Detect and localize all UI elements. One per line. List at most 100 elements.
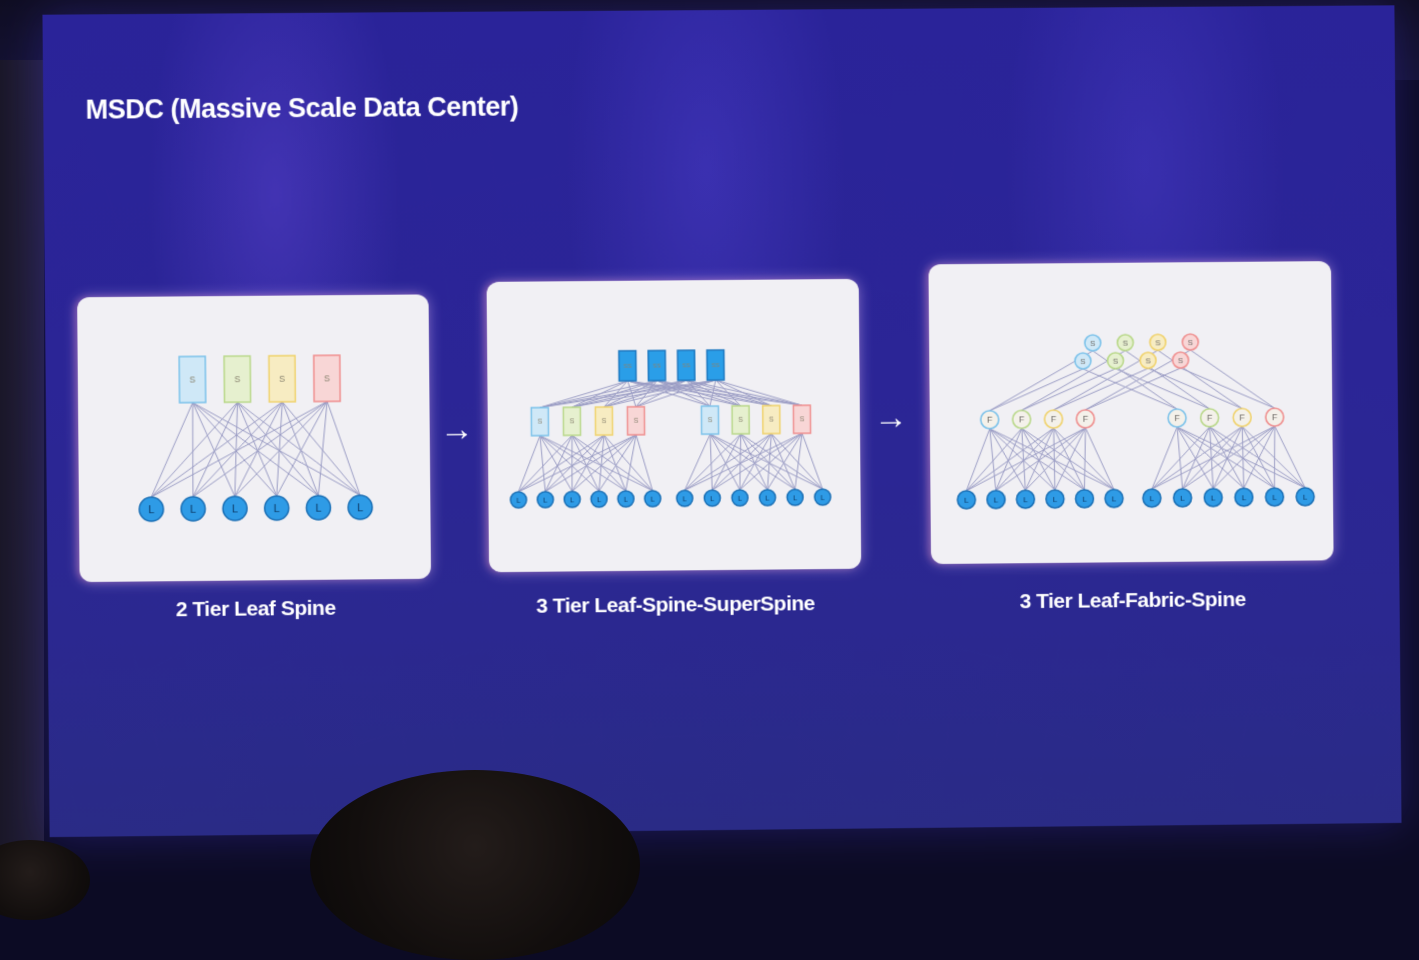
spine-node-label: S bbox=[800, 417, 805, 424]
diagram-3-tier-leaf-spine-superspine: SSSSLLLLLLSSSSLLLLLLSSSSSSSS bbox=[487, 279, 862, 572]
audience-head bbox=[310, 770, 640, 960]
slide-title: MSDC (Massive Scale Data Center) bbox=[85, 91, 518, 125]
leaf-node-label: L bbox=[1112, 495, 1117, 504]
leaf-node-label: L bbox=[821, 493, 825, 502]
superspine-node-label: SS bbox=[623, 364, 631, 370]
link-line bbox=[192, 402, 283, 497]
leaf-node-label: L bbox=[1082, 495, 1087, 504]
link-line bbox=[1022, 428, 1085, 490]
link-line bbox=[237, 402, 276, 497]
diagram-panel-2-tier-leaf-spine: SSSSLLLLLL bbox=[77, 294, 431, 582]
leaf-node-label: L bbox=[793, 493, 797, 502]
link-line bbox=[192, 401, 328, 496]
leaf-node-label: L bbox=[148, 504, 154, 516]
leaf-node-label: L bbox=[1180, 494, 1185, 503]
link-line bbox=[1054, 428, 1055, 490]
audience-head bbox=[0, 840, 90, 920]
spine-node-label: S bbox=[1080, 357, 1085, 366]
spine-node-label: S bbox=[738, 417, 743, 424]
link-line bbox=[1151, 426, 1275, 489]
link-line bbox=[518, 435, 605, 492]
link-line bbox=[966, 428, 1022, 490]
link-line bbox=[572, 435, 573, 491]
link-line bbox=[1213, 426, 1243, 488]
caption-2-tier-leaf-spine: 2 Tier Leaf Spine bbox=[80, 596, 432, 623]
fabric-node-label: F bbox=[1207, 413, 1213, 423]
link-line bbox=[739, 434, 741, 490]
spine-node-label: S bbox=[234, 374, 240, 384]
leaf-node-label: L bbox=[570, 495, 574, 504]
caption-3-tier-leaf-fabric-spine: 3 Tier Leaf-Fabric-Spine bbox=[931, 587, 1334, 615]
leaf-node-label: L bbox=[1023, 495, 1028, 504]
link-line bbox=[327, 401, 360, 495]
link-line bbox=[710, 434, 712, 490]
link-line bbox=[966, 429, 990, 491]
fabric-node-label: F bbox=[987, 415, 993, 425]
link-line bbox=[636, 435, 652, 491]
leaf-node-label: L bbox=[624, 495, 628, 504]
spine-node-label: S bbox=[324, 374, 330, 384]
superspine-node-label: SS bbox=[653, 364, 661, 370]
fabric-node-label: F bbox=[1083, 414, 1089, 424]
spine-node-label: S bbox=[279, 374, 285, 384]
caption-3-tier-leaf-spine-superspine: 3 Tier Leaf-Spine-SuperSpine bbox=[489, 592, 861, 620]
spine-node-label: S bbox=[634, 418, 639, 425]
spine-node-label: S bbox=[1090, 339, 1095, 348]
arrow-right-icon: → bbox=[440, 414, 474, 444]
link-line bbox=[1085, 368, 1181, 410]
link-line bbox=[1158, 350, 1242, 410]
leaf-node-label: L bbox=[738, 494, 742, 503]
link-line bbox=[1053, 368, 1148, 410]
superspine-node-label: SS bbox=[682, 363, 690, 369]
link-line bbox=[1190, 349, 1274, 409]
leaf-node-label: L bbox=[964, 496, 969, 505]
link-line bbox=[1054, 428, 1085, 490]
leaf-node-label: L bbox=[543, 495, 547, 504]
leaf-node-label: L bbox=[315, 503, 321, 515]
link-line bbox=[1275, 426, 1305, 488]
link-line bbox=[150, 403, 193, 498]
link-line bbox=[192, 403, 193, 497]
link-line bbox=[1054, 428, 1114, 490]
fabric-node-label: F bbox=[1174, 413, 1180, 423]
leaf-node-label: L bbox=[190, 504, 196, 516]
spine-node-label: S bbox=[602, 418, 607, 425]
fabric-node-label: F bbox=[1051, 415, 1057, 425]
room-wall-left bbox=[0, 60, 44, 872]
spine-node-label: S bbox=[1113, 357, 1118, 366]
spine-node-label: S bbox=[769, 417, 774, 424]
arrow-right-icon: → bbox=[874, 402, 908, 432]
link-line bbox=[990, 428, 1114, 491]
leaf-node-label: L bbox=[516, 496, 520, 505]
projection-screen: MSDC (Massive Scale Data Center) SSSSLLL… bbox=[42, 5, 1401, 837]
leaf-node-label: L bbox=[274, 503, 280, 515]
leaf-node-label: L bbox=[1272, 493, 1277, 502]
link-line bbox=[193, 402, 277, 497]
fabric-node-label: F bbox=[1019, 415, 1025, 425]
link-line bbox=[712, 434, 772, 491]
leaf-node-label: L bbox=[1242, 493, 1247, 502]
spine-node-label: S bbox=[1178, 356, 1183, 365]
link-line bbox=[572, 435, 653, 492]
spine-node-label: S bbox=[1145, 356, 1150, 365]
link-line bbox=[1274, 426, 1275, 488]
spine-node-label: S bbox=[570, 419, 575, 426]
leaf-node-label: L bbox=[357, 502, 363, 514]
link-line bbox=[1242, 426, 1305, 488]
leaf-node-label: L bbox=[597, 495, 601, 504]
spine-node-label: S bbox=[1155, 338, 1160, 347]
fabric-node-label: F bbox=[1239, 413, 1245, 423]
leaf-node-label: L bbox=[651, 494, 655, 503]
link-line bbox=[237, 401, 360, 496]
leaf-node-label: L bbox=[765, 493, 769, 502]
fabric-node-label: F bbox=[1272, 413, 1278, 423]
leaf-node-label: L bbox=[1053, 495, 1058, 504]
superspine-node-label: SS bbox=[712, 363, 720, 369]
link-line bbox=[794, 433, 802, 489]
diagram-panel-3-tier-leaf-fabric-spine: SSSSSSSSFFFFLLLLLLFFFFLLLLLL bbox=[928, 261, 1333, 564]
diagram-3-tier-leaf-fabric-spine: SSSSSSSSFFFFLLLLLLFFFFLLLLLL bbox=[928, 261, 1333, 564]
link-line bbox=[1151, 427, 1210, 489]
spine-node-label: S bbox=[1123, 339, 1128, 348]
link-line bbox=[989, 369, 1083, 411]
leaf-node-label: L bbox=[994, 496, 999, 505]
